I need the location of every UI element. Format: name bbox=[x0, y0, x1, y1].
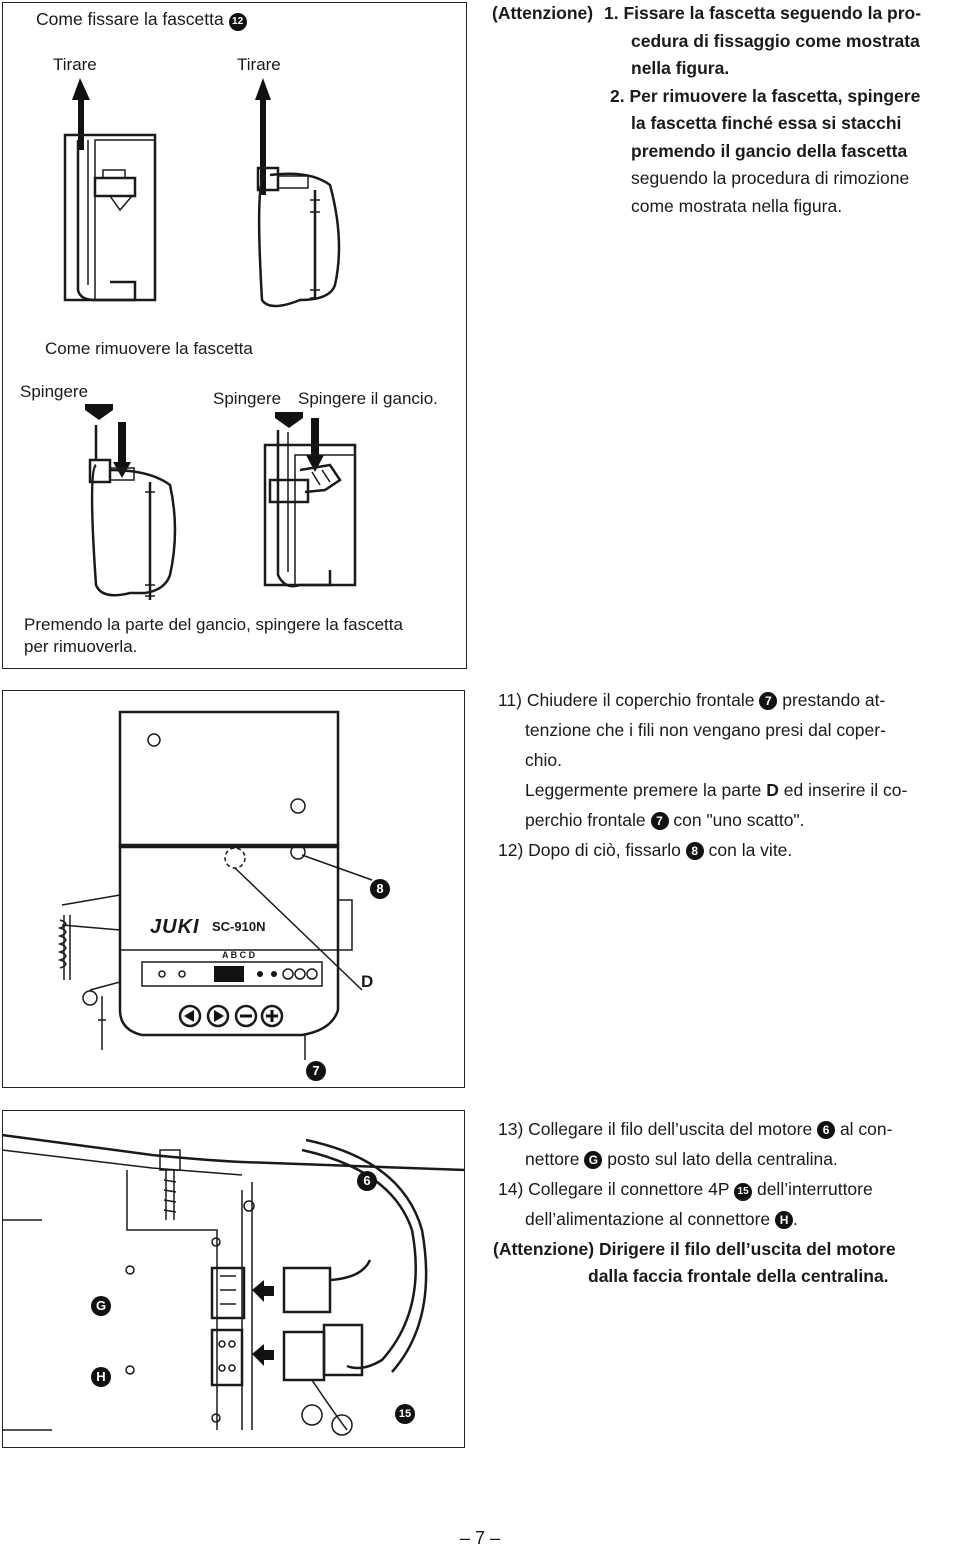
attention-item2-line4: seguendo la procedura di rimozione bbox=[631, 168, 910, 188]
step13-b: al con- bbox=[839, 1119, 893, 1139]
control-box-illustration bbox=[57, 710, 373, 1060]
step13-d: posto sul lato della centralina. bbox=[607, 1149, 838, 1169]
step14-b: dell’interruttore bbox=[756, 1179, 873, 1199]
attention-item2-line2: la fascetta finché essa si stacchi bbox=[631, 113, 902, 133]
step11-line5b: con "uno scatto". bbox=[673, 810, 805, 830]
removal-caption-line2: per rimuoverla. bbox=[24, 637, 138, 656]
callout-6: 6 bbox=[357, 1171, 377, 1191]
step11-num-7b: 7 bbox=[650, 812, 669, 830]
connector-figure bbox=[2, 1110, 465, 1448]
steps-11-12: 11) Chiudere il coperchio frontale 7 pre… bbox=[498, 685, 960, 865]
callout-15: 15 bbox=[395, 1404, 415, 1424]
attention-item2-line3: premendo il gancio della fascetta bbox=[631, 140, 908, 161]
step14-a: 14) Collegare il connettore 4P bbox=[498, 1179, 730, 1199]
attention-lead: (Attenzione) bbox=[492, 3, 594, 23]
control-box-figure bbox=[2, 690, 465, 1088]
step11-line5a: perchio frontale bbox=[525, 810, 646, 830]
push-hook-label: Spingere il gancio. bbox=[298, 389, 438, 408]
step13-c: nettore bbox=[525, 1149, 580, 1169]
model-label: SC-910N bbox=[212, 919, 266, 934]
step11-line4a: Leggermente premere la parte bbox=[525, 780, 762, 800]
step11-line2: tenzione che i fili non vengano presi da… bbox=[525, 720, 886, 740]
clamp-fix-illustration bbox=[63, 78, 341, 308]
attention-note-1: (Attenzione) 1. Fissare la fascetta segu… bbox=[492, 0, 960, 220]
attention-item1-line3: nella figura. bbox=[631, 58, 730, 78]
step13-g: G bbox=[584, 1151, 603, 1169]
step11-part-d: D bbox=[766, 780, 779, 800]
step11-line1b: prestando at- bbox=[782, 690, 886, 710]
step12-b: con la vite. bbox=[708, 840, 793, 860]
step14-end: . bbox=[793, 1209, 798, 1229]
step14-c: dell’alimentazione al connettore bbox=[525, 1209, 771, 1229]
page-number: – 7 – bbox=[459, 1528, 501, 1548]
juki-brand-logo: JUKI bbox=[150, 916, 200, 938]
step11-line1a: 11) Chiudere il coperchio frontale bbox=[498, 690, 755, 710]
callout-7: 7 bbox=[306, 1061, 326, 1081]
step11-line3: chio. bbox=[525, 750, 562, 770]
connector-illustration bbox=[1, 1133, 466, 1436]
attention-item1-num: 1. bbox=[603, 3, 619, 23]
step11-num-7: 7 bbox=[759, 692, 778, 710]
part-number-badge: 12 bbox=[228, 13, 247, 31]
step11-line4b: ed inserire il co- bbox=[783, 780, 908, 800]
attention-item2-num: 2. bbox=[610, 85, 625, 106]
pull-label-left: Tirare bbox=[53, 55, 97, 74]
panel-letters: A B C D bbox=[222, 950, 256, 960]
step13-a: 13) Collegare il filo dell’uscita del mo… bbox=[498, 1119, 813, 1139]
attention-item1-line1: Fissare la fascetta seguendo la pro- bbox=[623, 3, 922, 23]
attention-2-line2: dalla faccia frontale della centralina. bbox=[588, 1266, 889, 1286]
step14-h: H bbox=[775, 1211, 794, 1229]
push-label-1: Spingere bbox=[20, 382, 89, 401]
callout-8: 8 bbox=[370, 879, 390, 899]
clamp-fix-title-text: Come fissare la fascetta bbox=[36, 9, 224, 29]
callout-g: G bbox=[91, 1296, 111, 1316]
attention-item2-line5: come mostrata nella figura. bbox=[631, 195, 843, 216]
step13-num-6: 6 bbox=[817, 1121, 836, 1139]
clamp-remove-illustration bbox=[85, 404, 357, 600]
clamp-figure-box bbox=[2, 2, 467, 669]
step12-a: 12) Dopo di ciò, fissarlo bbox=[498, 840, 681, 860]
removal-caption-line1: Premendo la parte del gancio, spingere l… bbox=[24, 615, 403, 634]
clamp-fix-title: Come fissare la fascetta 12 bbox=[36, 9, 247, 31]
attention-item2-line1: Per rimuovere la fascetta, spingere bbox=[629, 85, 921, 106]
pull-label-right: Tirare bbox=[237, 55, 281, 74]
callout-d: D bbox=[361, 972, 374, 991]
attention-item1-line2: cedura di fissaggio come mostrata bbox=[631, 30, 920, 51]
step14-num-15: 15 bbox=[734, 1183, 753, 1201]
remove-title: Come rimuovere la fascetta bbox=[45, 339, 253, 358]
push-label-2: Spingere bbox=[213, 389, 282, 408]
attention-2-line1: (Attenzione) Dirigere il filo dell’uscit… bbox=[493, 1239, 896, 1259]
step12-num-8: 8 bbox=[685, 842, 704, 860]
callout-h: H bbox=[91, 1367, 111, 1387]
steps-13-14: 13) Collegare il filo dell’uscita del mo… bbox=[493, 1114, 960, 1288]
